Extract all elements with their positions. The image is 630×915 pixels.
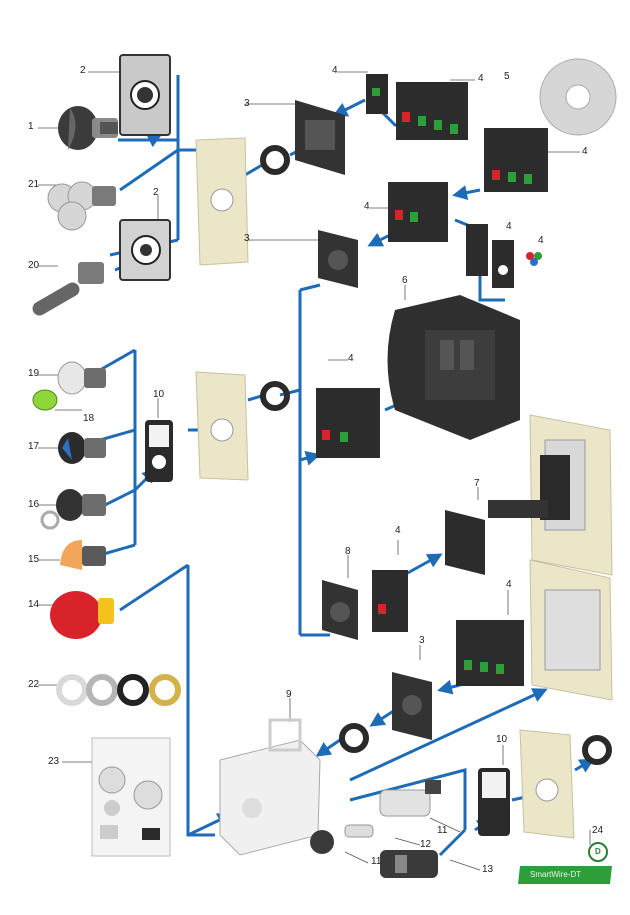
callout-15: 15 (28, 554, 40, 565)
din-rail-bottom (529, 559, 613, 701)
green-lens-18 (32, 389, 58, 411)
callout-2-middle: 2 (153, 187, 159, 198)
emergency-stop-14 (50, 591, 114, 639)
adapter-3-lower (392, 672, 432, 740)
contact-block-4-bank-top (396, 82, 468, 140)
callout-8: 8 (345, 546, 351, 557)
contact-block-4-bank-middle (388, 182, 448, 242)
callout-4-i: 4 (506, 579, 512, 590)
software-cd-5 (539, 58, 617, 136)
smartwire-badge: D (595, 847, 601, 856)
bulb-12 (344, 824, 374, 838)
pilot-light-11-top (379, 780, 441, 817)
callout-3-top: 3 (244, 98, 250, 109)
callout-12: 12 (420, 839, 432, 850)
callout-3-second: 3 (244, 233, 250, 244)
callout-13: 13 (482, 864, 494, 875)
callout-20: 20 (28, 260, 40, 271)
enclosure-6 (387, 295, 520, 440)
contact-block-4-single-top (366, 74, 388, 114)
callout-10-top: 10 (153, 389, 165, 400)
callout-6: 6 (402, 275, 408, 286)
legend-plate-2-top (119, 54, 171, 136)
callout-11-top: 11 (437, 825, 448, 836)
contact-block-4-bank-lower (456, 620, 524, 686)
contact-block-4-bank-right (484, 128, 548, 192)
callout-7: 7 (474, 478, 480, 489)
legend-holder-10-lower (478, 768, 510, 836)
amber-indicator-15 (60, 540, 106, 570)
callout-18: 18 (83, 413, 95, 424)
adapter-8 (322, 580, 358, 640)
illuminated-button-19 (57, 361, 106, 395)
front-mount-adapter-7 (445, 500, 548, 575)
callout-21: 21 (28, 179, 40, 190)
legend-plate-2-middle (119, 219, 171, 281)
callout-4-h: 4 (395, 525, 401, 536)
adapter-3-top (295, 100, 345, 175)
contact-block-4-center (316, 388, 380, 458)
fixing-ring-lower (339, 723, 369, 753)
selector-switch-1 (58, 106, 118, 150)
pilot-light-11-bottom (310, 830, 334, 854)
fixing-ring-top (260, 145, 290, 175)
callout-10-lower: 10 (496, 734, 508, 745)
callout-3-lower: 3 (419, 635, 425, 646)
callout-5: 5 (504, 71, 510, 82)
contact-block-4-lower (372, 570, 408, 632)
callout-9: 9 (286, 689, 292, 700)
callout-4-b: 4 (478, 73, 484, 84)
key-switch-16 (40, 489, 106, 530)
contact-block-4-led (466, 224, 514, 288)
callout-4-c: 4 (582, 146, 588, 157)
bezel-rings-22 (56, 674, 181, 706)
smartwire-label: SmartWire-DT (530, 870, 582, 879)
callout-24: 24 (592, 825, 604, 836)
callout-11-bottom: 11 (371, 856, 382, 867)
callout-4-e: 4 (506, 221, 512, 232)
callout-16: 16 (28, 499, 40, 510)
callout-4-f: 4 (538, 235, 544, 246)
triple-pushbutton-21 (47, 181, 116, 231)
accessory-bag-23 (91, 737, 171, 857)
callout-14: 14 (28, 599, 40, 610)
callout-4-d: 4 (364, 201, 370, 212)
smartwire-cable-24 (518, 842, 612, 884)
selector-17 (58, 432, 106, 464)
callout-23: 23 (48, 756, 60, 767)
callout-17: 17 (28, 441, 40, 452)
callout-4-a: 4 (332, 65, 338, 76)
surface-enclosure-9 (219, 718, 321, 856)
callout-19: 19 (28, 368, 40, 379)
fixing-ring-middle (260, 381, 290, 411)
callout-22: 22 (28, 679, 40, 690)
adapter-3-second (318, 230, 358, 288)
din-rail-top (529, 414, 613, 576)
toggle-lever-20 (32, 262, 104, 316)
callout-1: 1 (28, 121, 34, 132)
fixing-ring-right (582, 735, 612, 765)
rgb-led-icon (526, 252, 542, 266)
callout-4-g: 4 (348, 353, 354, 364)
callout-2-top: 2 (80, 65, 86, 76)
pushbutton-13 (380, 850, 438, 878)
legend-holder-10 (145, 420, 173, 482)
